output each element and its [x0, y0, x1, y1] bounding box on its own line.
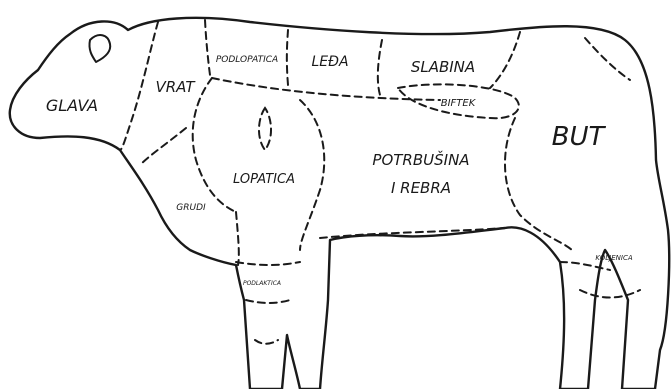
label-potrbusina-line1: POTRBUŠINA: [372, 150, 469, 169]
label-koljenica: KOLJENICA: [595, 254, 632, 262]
label-podlopatica: PODLOPATICA: [216, 55, 278, 65]
label-lopatica: LOPATICA: [233, 172, 295, 187]
label-vrat: VRAT: [155, 78, 196, 96]
label-ledja: LEĐA: [311, 54, 348, 70]
label-glava: GLAVA: [46, 96, 98, 115]
label-grudi: GRUDI: [176, 203, 206, 213]
cow-outline: [10, 18, 669, 389]
label-potrbusina-line2: I REBRA: [391, 179, 451, 197]
label-podlaktica: PODLAKTICA: [243, 280, 281, 287]
label-biftek: BIFTEK: [441, 98, 477, 109]
label-but: BUT: [552, 122, 607, 152]
label-slabina: SLABINA: [411, 58, 475, 76]
